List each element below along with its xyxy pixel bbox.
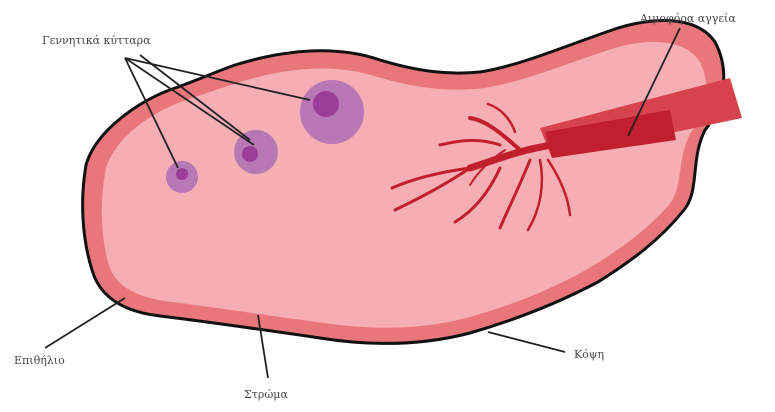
label-stroma: Στρώμα [244,388,288,401]
label-blood-vessel: Αιμοφόρα αγγεία [639,12,736,25]
leader-epithelium [45,298,125,348]
label-germ-cells: Γεννητικά κύτταρα [42,34,151,47]
label-epithelium: Επιθήλιο [14,354,65,367]
leader-cortex [488,332,565,352]
follicle-small [166,161,198,193]
label-cortex: Κόψη [574,348,604,361]
follicle-large [300,80,364,144]
